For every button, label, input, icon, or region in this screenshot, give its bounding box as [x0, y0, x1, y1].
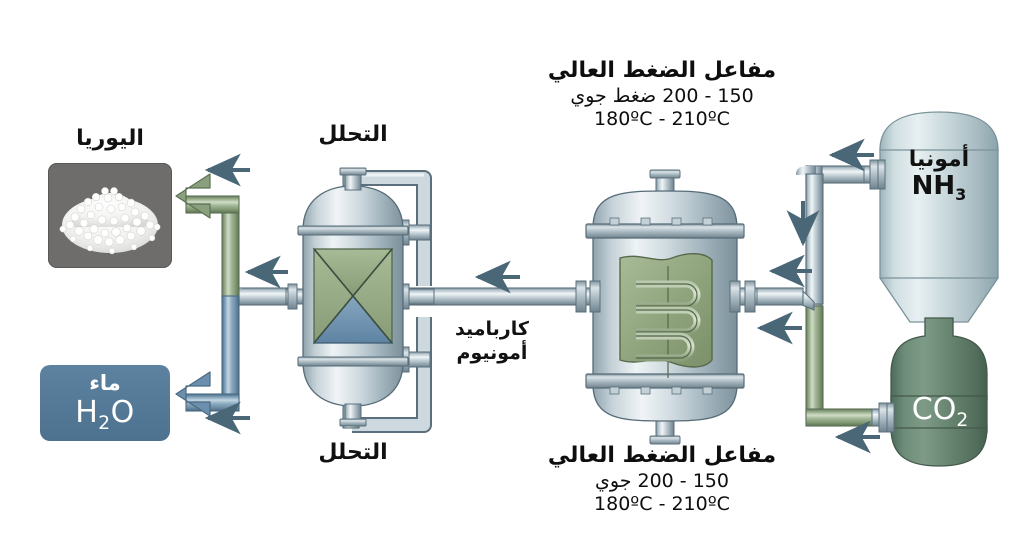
co2-formula: CO2 — [911, 392, 969, 431]
carbamate-pipe — [407, 287, 594, 306]
decomposer-vessel — [285, 167, 435, 433]
carbamate-label-line1: كارباميد — [455, 318, 529, 340]
carbamate-label: كارباميد أمونيوم — [432, 318, 552, 366]
co2-tank — [871, 317, 988, 467]
reactor-spec-bottom: مفاعل الضغط العالي 150 - 200 جوي 180ºC -… — [512, 443, 812, 515]
reactor-spec-bottom-temperature: 180ºC - 210ºC — [594, 493, 730, 515]
ammonia-formula: NH3 — [911, 171, 967, 205]
urea-granules-illustration — [59, 187, 161, 255]
urea-product-image — [48, 163, 172, 268]
water-formula: H2O — [75, 394, 135, 434]
reactor-spec-top-pressure: 150 - 200 ضغط جوي — [570, 85, 754, 107]
reactor-spec-top: مفاعل الضغط العالي 150 - 200 ضغط جوي 180… — [512, 58, 812, 130]
urea-caption: اليوريا — [76, 126, 144, 151]
reactor-spec-bottom-pressure: 150 - 200 جوي — [595, 470, 729, 492]
reactor-spec-top-title: مفاعل الضغط العالي — [547, 58, 777, 83]
product-piping-group — [175, 173, 295, 417]
decomposition-label-bottom: التحلل — [318, 440, 388, 465]
decomposition-label-top: التحلل — [318, 122, 388, 147]
high-pressure-reactor — [575, 169, 758, 445]
reactor-spec-top-temperature: 180ºC - 210ºC — [594, 108, 730, 130]
reactor-spec-bottom-title: مفاعل الضغط العالي — [547, 443, 777, 468]
water-product-box: ماء H2O — [40, 365, 170, 441]
ammonia-name: أمونيا — [908, 147, 970, 172]
water-label: ماء — [89, 370, 121, 395]
flow-arrows — [204, 138, 880, 454]
ammonia-tank-label: أمونيا NH3 — [889, 147, 989, 205]
carbamate-label-line2: أمونيوم — [456, 341, 528, 364]
water-output-arrow — [175, 371, 211, 417]
ammonia-tank — [863, 111, 1000, 335]
